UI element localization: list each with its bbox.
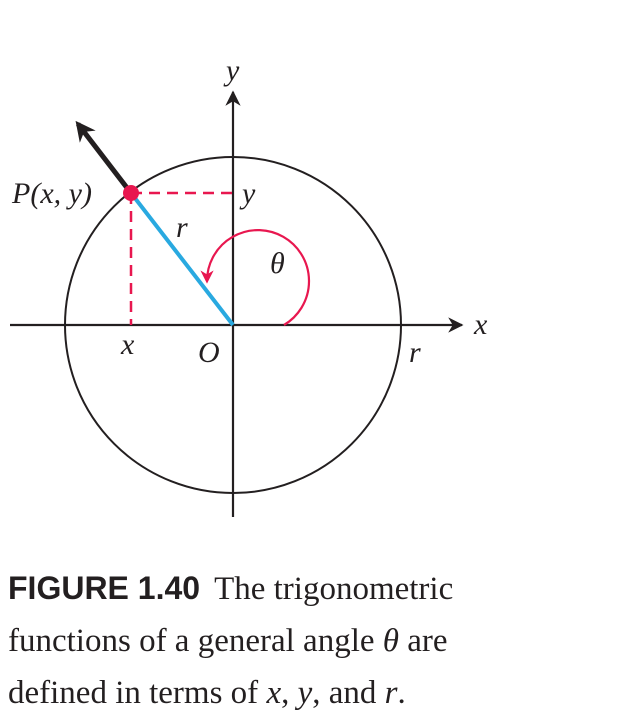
caption-comma: , — [281, 675, 298, 711]
origin-label: O — [198, 336, 220, 369]
figure-caption: FIGURE 1.40 The trigonometric functions o… — [8, 562, 608, 719]
unit-circle-diagram: y x P(x, y) y x r θ O r — [10, 54, 488, 517]
x-coordinate-label: x — [120, 328, 135, 361]
point-p — [123, 185, 139, 201]
caption-r: r — [384, 675, 398, 711]
caption-line-2-start: functions of a general angle — [8, 623, 383, 659]
caption-theta: θ — [382, 623, 399, 659]
radius-label: r — [176, 211, 188, 244]
point-label: P(x, y) — [11, 177, 92, 210]
angle-label: θ — [270, 247, 285, 280]
caption-period: . — [397, 675, 406, 711]
caption-line-1: The trigonometric — [214, 571, 454, 607]
angle-arc — [200, 229, 311, 326]
y-coordinate-label: y — [239, 177, 256, 210]
caption-y: y — [297, 675, 313, 711]
y-axis-label: y — [223, 54, 240, 87]
caption-line-3-start: defined in terms of — [8, 675, 267, 711]
caption-and: , and — [312, 675, 385, 711]
radius-axis-label: r — [409, 336, 421, 369]
radius-line — [129, 191, 235, 327]
caption-line-2-end: are — [398, 623, 448, 659]
figure-number: FIGURE 1.40 — [8, 570, 201, 606]
x-axis-label: x — [473, 308, 488, 341]
caption-x: x — [266, 675, 282, 711]
terminal-ray-arrow — [75, 120, 133, 195]
